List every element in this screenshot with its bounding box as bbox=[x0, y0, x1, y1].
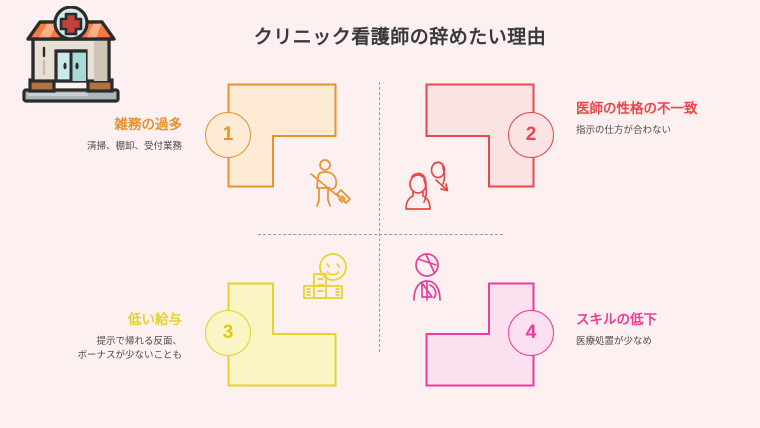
two-people-conflict-icon bbox=[402, 160, 458, 210]
quadrant-1-text: 雑務の過多 清掃、棚卸、受付業務 bbox=[32, 116, 182, 154]
quadrant-3-number-badge: 3 bbox=[205, 310, 251, 356]
divider-horizontal bbox=[258, 234, 503, 235]
quadrant-1-shape bbox=[227, 83, 337, 188]
money-stack-smile-icon bbox=[300, 252, 352, 306]
quadrant-1-number-badge: 1 bbox=[205, 112, 251, 158]
quadrant-3-shape bbox=[227, 282, 337, 387]
quadrant-2-text: 医師の性格の不一致 指示の仕方が合わない bbox=[576, 100, 726, 138]
quadrant-4-text: スキルの低下 医療処置が少なめ bbox=[576, 311, 726, 349]
quadrant-1-heading: 雑務の過多 bbox=[114, 117, 183, 132]
quadrant-3-subtitle: 提示で帰れる反面、 ボーナスが少ないことも bbox=[77, 336, 182, 361]
quadrant-2-subtitle: 指示の仕方が合わない bbox=[576, 125, 672, 137]
quadrant-4-subtitle: 医療処置が少なめ bbox=[576, 336, 653, 348]
quadrant-4-heading: スキルの低下 bbox=[576, 312, 657, 327]
quadrant-2-shape bbox=[425, 83, 535, 188]
clinic-building-icon bbox=[16, 5, 126, 106]
page-title: クリニック看護師の辞めたい理由 bbox=[253, 27, 547, 48]
quadrant-3-heading: 低い給与 bbox=[128, 312, 182, 327]
injured-patient-icon bbox=[406, 252, 454, 306]
quadrant-4-number-badge: 4 bbox=[508, 310, 554, 356]
quadrant-2-number-badge: 2 bbox=[508, 112, 554, 158]
divider-vertical bbox=[379, 82, 380, 352]
quadrant-1-subtitle: 清掃、棚卸、受付業務 bbox=[86, 141, 182, 153]
quadrant-4-shape bbox=[425, 282, 535, 387]
quadrant-2-heading: 医師の性格の不一致 bbox=[576, 101, 698, 116]
person-sweeping-icon bbox=[306, 158, 354, 210]
quadrant-3-text: 低い給与 提示で帰れる反面、 ボーナスが少ないことも bbox=[32, 311, 182, 363]
